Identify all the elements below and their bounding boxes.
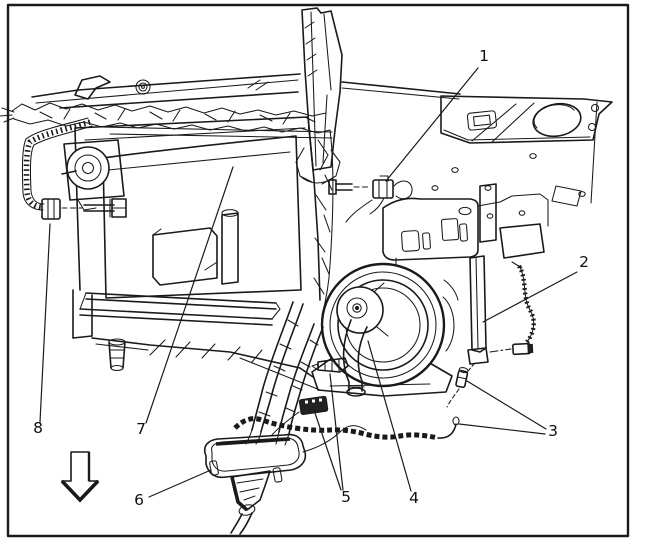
left-harness-connector (41, 198, 127, 220)
vacuum-actuator (61, 139, 125, 211)
callout-6-label: 6 (134, 491, 144, 509)
callout-layer: 1 2 3 4 5 6 7 8 (33, 47, 589, 509)
callout-1-leader (385, 67, 479, 182)
right-wiring (446, 261, 536, 408)
engine-harness (233, 416, 460, 441)
insulation-band (0, 102, 333, 139)
callout-2-leader (482, 271, 578, 323)
callout-3-leader (466, 380, 547, 430)
callout-7-leader (145, 166, 234, 424)
callout-4-leader (367, 340, 412, 492)
bulkhead-connector (203, 425, 367, 535)
callout-5-label: 5 (341, 488, 351, 506)
cowl-harness-clip-bolt (328, 175, 413, 215)
relay-bracket (345, 183, 582, 271)
direction-arrow (60, 451, 100, 503)
callout-6-leader (148, 469, 212, 498)
cowl-beam (31, 73, 301, 109)
callout-8-label: 8 (33, 419, 43, 437)
callout-5-leader (314, 412, 342, 491)
callout-3-leader (458, 423, 546, 435)
callout-7-label: 7 (136, 420, 146, 438)
small-flat-connector (311, 357, 349, 373)
fender-panel (341, 81, 613, 204)
firewall-holes (431, 153, 586, 219)
callout-1-label: 1 (479, 47, 489, 65)
small-dark-connector (270, 395, 329, 437)
vertical-conduits (245, 301, 324, 446)
callout-8-leader (39, 223, 51, 423)
callout-4-label: 4 (409, 489, 419, 507)
figure-frame (6, 3, 630, 538)
callout-5-leader (329, 373, 344, 491)
windshield-pillar (295, 7, 343, 185)
blower-motor (311, 262, 459, 397)
blower-resistor-bar (467, 255, 489, 365)
callout-3-label: 3 (548, 422, 558, 440)
callout-2-label: 2 (579, 253, 589, 271)
heater-module (72, 116, 334, 391)
left-corrugated-conduit (21, 117, 93, 211)
